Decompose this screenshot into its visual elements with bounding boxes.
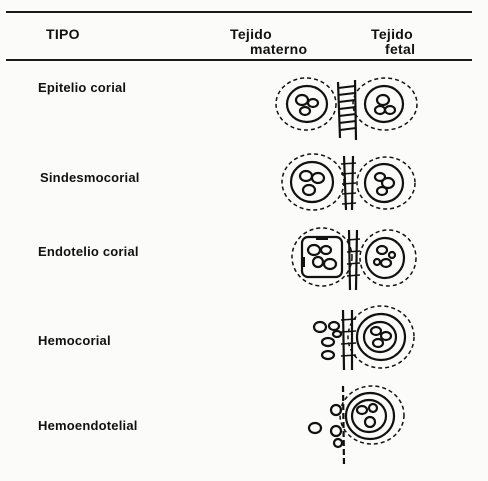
diagram-hemocorial [314, 306, 414, 370]
diagram-sindesmocorial [282, 154, 415, 210]
diagram-epitelio-corial [276, 78, 417, 140]
diagram-hemoendotelial [309, 386, 404, 466]
diagram-endotelio-corial [292, 228, 416, 290]
